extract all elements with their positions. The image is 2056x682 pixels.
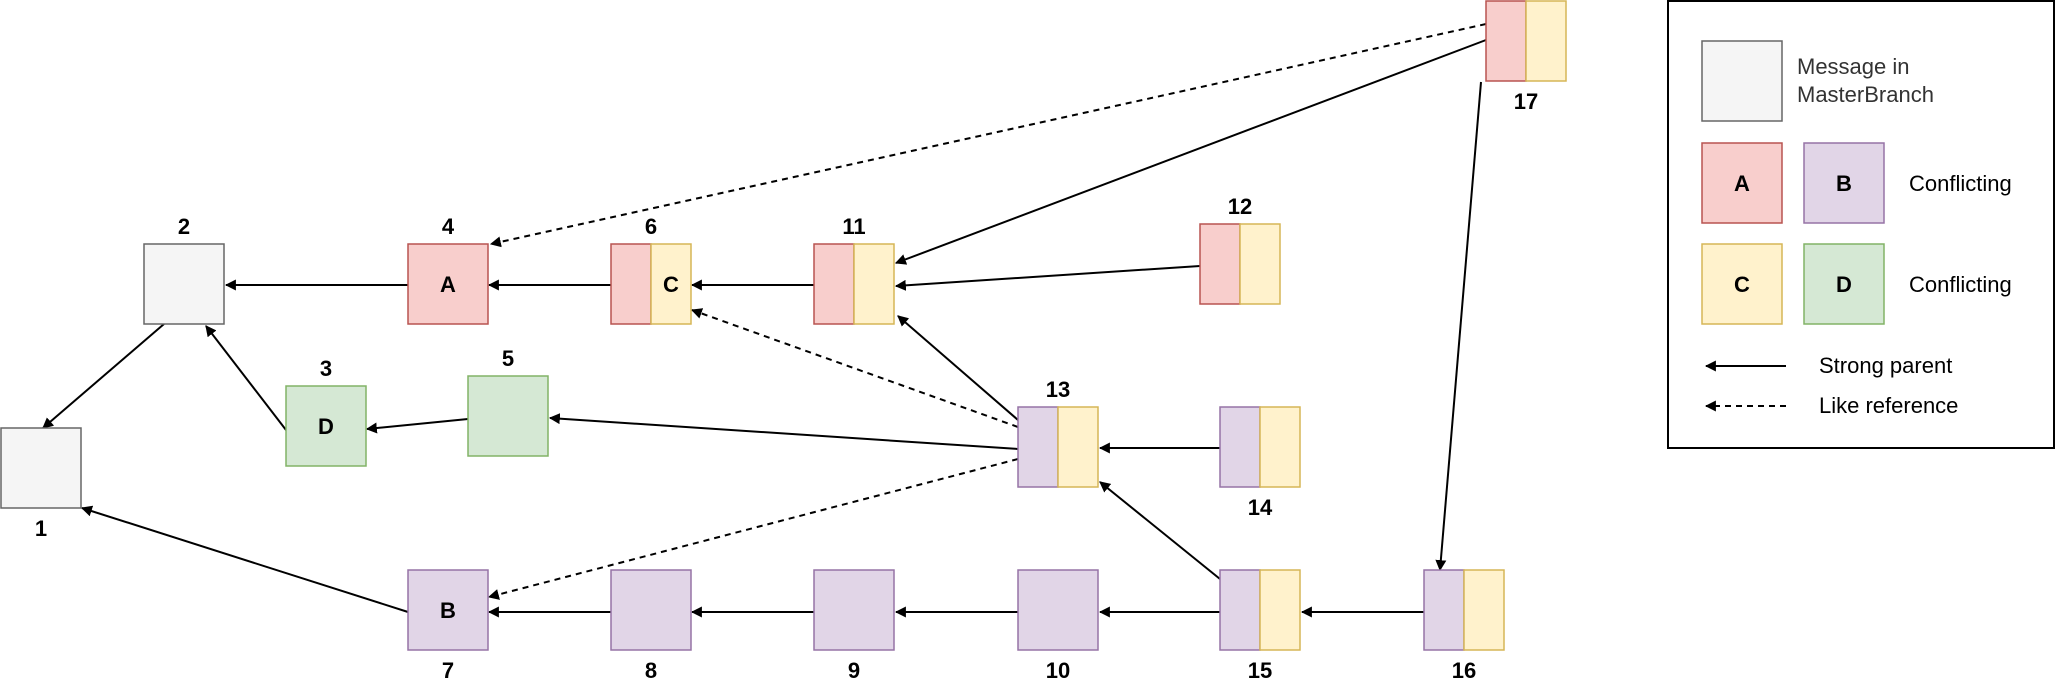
node-15-label: 15 — [1248, 658, 1272, 682]
node-1-label: 1 — [35, 516, 47, 541]
node-6: C6 — [610, 214, 692, 325]
edge-strong-13-to-5 — [548, 413, 1019, 450]
node-17: 17 — [1485, 0, 1567, 114]
node-13: 13 — [1017, 377, 1099, 488]
node-2-label: 2 — [178, 214, 190, 239]
node-15: 15 — [1219, 569, 1301, 682]
node-2: 2 — [143, 214, 225, 325]
node-11-label: 11 — [842, 214, 865, 239]
node-8-purple-part — [610, 569, 692, 651]
node-10: 10 — [1017, 569, 1099, 682]
node-13-yellow-part — [1057, 406, 1099, 488]
legend-tag-c: C — [1734, 272, 1750, 297]
node-5-label: 5 — [502, 346, 514, 371]
edge-strong-15-to-13 — [1099, 481, 1221, 580]
edge-strong-2-to-1 — [42, 323, 165, 429]
node-6-red-part — [610, 243, 652, 325]
edge-strong-12-to-11 — [894, 265, 1201, 291]
node-4-label: 4 — [442, 214, 455, 239]
node-3-green-part — [285, 385, 367, 467]
node-8-label: 8 — [645, 658, 657, 682]
node-4-tag: A — [440, 272, 456, 297]
edge-strong-17-to-16 — [1435, 81, 1482, 572]
node-5: 5 — [467, 346, 549, 457]
legend-swatch-b — [1803, 142, 1885, 224]
legend-tag-a: A — [1734, 171, 1750, 196]
node-7-tag: B — [440, 598, 456, 623]
node-11-red-part — [813, 243, 855, 325]
node-4-red-part — [407, 243, 489, 325]
node-3: D3 — [285, 356, 367, 467]
edge-like-13-to-6 — [690, 308, 1019, 428]
node-9: 9 — [813, 569, 895, 682]
legend-strong-label: Strong parent — [1819, 353, 1952, 378]
node-16: 16 — [1423, 569, 1505, 682]
legend: Message in MasterBranch A B Conflicting … — [1667, 0, 2055, 449]
node-6-label: 6 — [645, 214, 657, 239]
node-9-purple-part — [813, 569, 895, 651]
edge-strong-5-to-3 — [365, 418, 469, 434]
legend-conflicting-label-2: Conflicting — [1909, 272, 2012, 297]
node-11: 11 — [813, 214, 895, 325]
node-13-purple-part — [1017, 406, 1059, 488]
node-11-yellow-part — [853, 243, 895, 325]
node-7: B7 — [407, 569, 489, 682]
legend-swatch-a — [1701, 142, 1783, 224]
node-1: 1 — [0, 427, 82, 541]
edges-layer — [42, 23, 1487, 618]
node-17-label: 17 — [1514, 89, 1538, 114]
edge-like-17-to-4 — [489, 23, 1487, 248]
node-16-label: 16 — [1452, 658, 1476, 682]
node-10-label: 10 — [1046, 658, 1070, 682]
edge-strong-13-to-11 — [897, 315, 1019, 421]
node-12-label: 12 — [1228, 194, 1252, 219]
node-17-yellow-part — [1525, 0, 1567, 82]
node-12: 12 — [1199, 194, 1281, 305]
node-14-label: 14 — [1248, 495, 1273, 520]
node-2-gray-part — [143, 243, 225, 325]
legend-swatch-d — [1803, 243, 1885, 325]
edge-strong-3-to-2 — [205, 325, 287, 431]
node-16-yellow-part — [1463, 569, 1505, 651]
legend-tag-d: D — [1836, 272, 1852, 297]
node-4: A4 — [407, 214, 489, 325]
node-6-yellow-part — [650, 243, 692, 325]
node-10-purple-part — [1017, 569, 1099, 651]
node-5-green-part — [467, 375, 549, 457]
legend-conflicting-label-1: Conflicting — [1909, 171, 2012, 196]
node-14: 14 — [1219, 406, 1301, 520]
node-3-tag: D — [318, 414, 334, 439]
node-14-purple-part — [1219, 406, 1261, 488]
legend-like-label: Like reference — [1819, 393, 1958, 418]
node-14-yellow-part — [1259, 406, 1301, 488]
node-1-gray-part — [0, 427, 82, 509]
node-17-red-part — [1485, 0, 1527, 82]
node-8: 8 — [610, 569, 692, 682]
edge-strong-17-to-11 — [894, 39, 1487, 265]
legend-master-label-line1: Message in — [1797, 54, 1910, 79]
node-15-yellow-part — [1259, 569, 1301, 651]
node-12-red-part — [1199, 223, 1241, 305]
edge-strong-7-to-1 — [80, 505, 409, 613]
node-7-label: 7 — [442, 658, 454, 682]
legend-master-label-line2: MasterBranch — [1797, 82, 1934, 107]
edge-like-13-to-7 — [487, 458, 1019, 600]
node-13-label: 13 — [1046, 377, 1070, 402]
node-7-purple-part — [407, 569, 489, 651]
legend-tag-b: B — [1836, 171, 1852, 196]
legend-master-swatch — [1701, 40, 1783, 122]
node-9-label: 9 — [848, 658, 860, 682]
node-6-tag: C — [663, 272, 679, 297]
node-3-label: 3 — [320, 356, 332, 381]
legend-swatch-c — [1701, 243, 1783, 325]
node-16-purple-part — [1423, 569, 1465, 651]
node-12-yellow-part — [1239, 223, 1281, 305]
node-15-purple-part — [1219, 569, 1261, 651]
